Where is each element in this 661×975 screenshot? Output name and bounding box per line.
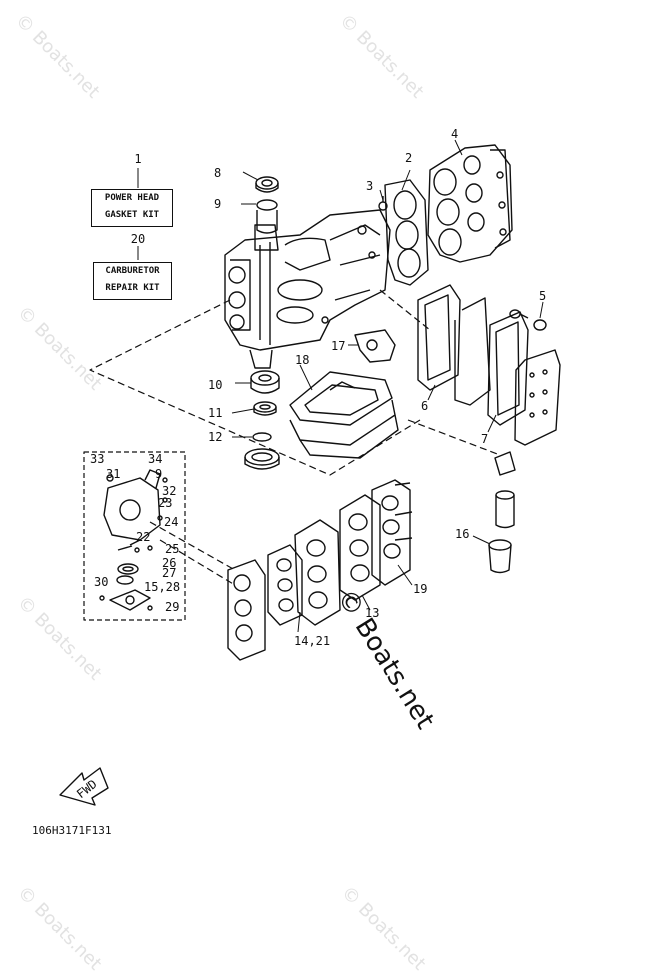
seal-10	[250, 370, 280, 394]
label-13: 13	[365, 606, 379, 620]
label-16: 16	[455, 527, 469, 541]
label-23: 23	[158, 496, 172, 510]
gaskets-14-21	[267, 519, 341, 626]
label-9b: 9	[155, 467, 162, 481]
bearing-sleeve	[256, 210, 278, 234]
carburetor-kit-line2: REPAIR KIT	[105, 283, 160, 293]
power-head-kit-line2: GASKET KIT	[104, 210, 160, 220]
label-29: 29	[165, 600, 179, 614]
label-8: 8	[214, 166, 221, 180]
leader-lines	[137, 139, 544, 633]
label-32: 32	[162, 484, 176, 498]
label-9: 9	[214, 197, 221, 211]
label-18: 18	[295, 353, 309, 367]
carburetor-kit-line1: CARBURETOR	[105, 266, 160, 276]
carburetor-kit-box	[83, 451, 186, 621]
carburetor-body	[99, 469, 168, 611]
label-25: 25	[165, 542, 179, 556]
cylinder-block	[224, 209, 391, 369]
kit-number-1: 1	[126, 152, 150, 166]
label-3: 3	[366, 179, 373, 193]
label-10: 10	[208, 378, 222, 392]
label-14-21: 14,21	[294, 634, 330, 648]
label-26: 26	[162, 556, 176, 570]
power-head-gasket-kit-box: POWER HEAD GASKET KIT	[91, 189, 173, 227]
reed-gaskets-19	[339, 479, 413, 601]
label-15-28: 15,28	[144, 580, 180, 594]
fitting-5	[509, 309, 547, 331]
label-24: 24	[164, 515, 178, 529]
intake-plate	[227, 559, 266, 661]
label-27: 27	[162, 566, 176, 580]
exhaust-cover	[514, 349, 561, 446]
exhaust-gasket-6	[417, 284, 491, 406]
exhaust-gasket-7	[487, 311, 529, 426]
o-ring-9	[256, 199, 278, 211]
carburetor-repair-kit-box: CARBURETOR REPAIR KIT	[93, 262, 172, 300]
label-5: 5	[539, 289, 546, 303]
fwd-label: FWD	[74, 777, 100, 801]
label-19: 19	[413, 582, 427, 596]
power-head-kit-line1: POWER HEAD	[104, 193, 160, 203]
bracket-part	[488, 451, 516, 574]
label-34: 34	[148, 452, 162, 466]
label-12: 12	[208, 430, 222, 444]
label-17: 17	[331, 339, 345, 353]
seal-11	[253, 401, 277, 416]
label-30: 30	[94, 575, 108, 589]
forward-arrow-icon	[59, 767, 109, 806]
label-6: 6	[421, 399, 428, 413]
label-2: 2	[405, 151, 412, 165]
assembly-boundary-lines	[89, 289, 501, 586]
housing-13	[244, 448, 280, 470]
o-ring-12	[252, 432, 272, 442]
label-7: 7	[481, 432, 488, 446]
gasket-17	[354, 329, 396, 363]
label-33: 33	[90, 452, 104, 466]
head-gasket-2	[384, 179, 429, 286]
diagram-code: 106H3171F131	[32, 824, 112, 837]
label-31: 31	[106, 467, 120, 481]
label-4: 4	[451, 127, 458, 141]
manifold-gasket-18	[289, 371, 399, 459]
cylinder-head-4	[427, 144, 513, 263]
kit-number-20: 20	[120, 232, 156, 246]
exploded-parts-diagram: 2 3 4 5 6 7 8 9 10 11 12 14,21 16 17 18 …	[59, 127, 561, 806]
label-22: 22	[136, 530, 150, 544]
oil-seal-8	[255, 176, 279, 193]
label-11: 11	[208, 406, 222, 420]
